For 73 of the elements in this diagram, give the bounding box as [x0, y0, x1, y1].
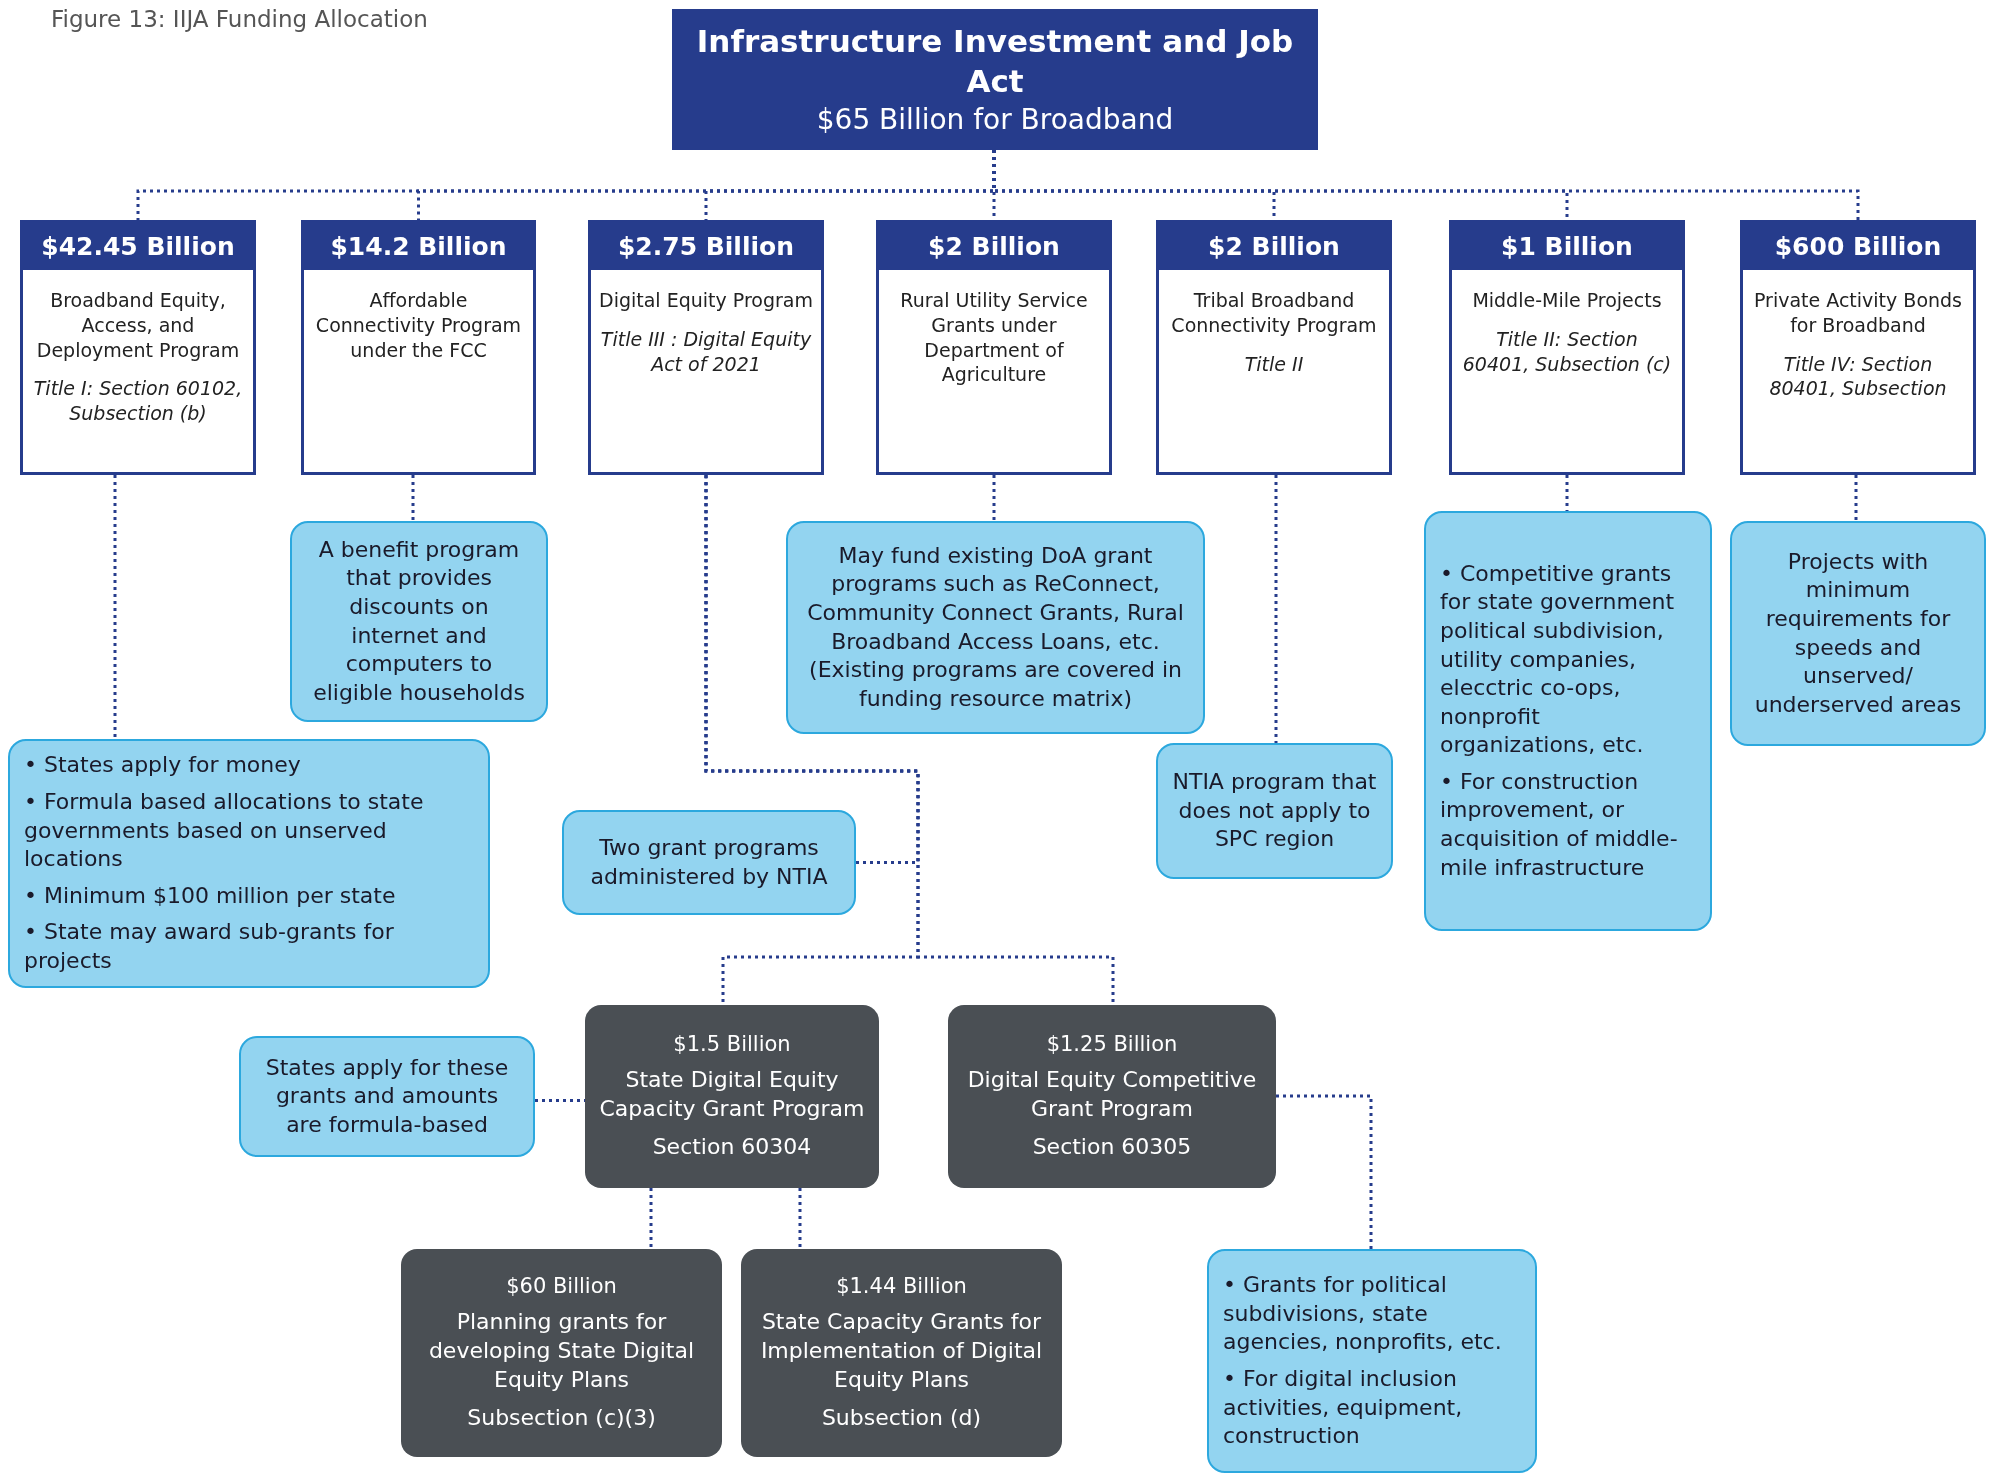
grant-box	[948, 1005, 1276, 1188]
legal-reference: Title I: Section 60102, Subsection (b)	[32, 376, 244, 426]
figure-title: Figure 13: IIJA Funding Allocation	[51, 6, 428, 32]
connector-line	[113, 475, 117, 739]
bullet-text: • Formula based allocations to state governments based on unserved locations	[24, 788, 425, 874]
grant-box	[401, 1249, 722, 1457]
connector-line	[1276, 1094, 1373, 1249]
legal-reference: Title II: Section 60401, Subsection (c)	[1461, 326, 1673, 377]
amount-text: $1.25 Billion	[1046, 1030, 1178, 1058]
grant-description: State Digital Equity Capacity Grant Program	[599, 1066, 865, 1123]
section-reference: Subsection (c)(3)	[467, 1404, 656, 1433]
grant-box	[585, 1005, 879, 1188]
bullet-text: • For digital inclusion activities, equipment, construction	[1223, 1365, 1464, 1451]
section-reference: Section 60304	[652, 1133, 812, 1162]
grant-description: Digital Equity Competitive Grant Program	[966, 1066, 1258, 1123]
program-card	[1740, 220, 1976, 475]
connector-line	[704, 475, 1115, 1005]
note-box	[1156, 743, 1393, 879]
note-box	[1730, 521, 1986, 746]
program-card	[1156, 220, 1392, 475]
note-box	[239, 1036, 535, 1157]
amount-text: $60 Billion	[506, 1273, 617, 1301]
note-text: Projects with minimum requirements for speeds and unserved/ underserved areas	[1753, 547, 1963, 719]
connector-line	[704, 475, 920, 864]
program-card	[1449, 220, 1685, 475]
note-box	[562, 810, 856, 915]
section-reference: Subsection (d)	[821, 1404, 982, 1433]
program-card	[876, 220, 1112, 475]
bullet-text: • Grants for political subdivisions, state agencies, nonprofits, etc.	[1223, 1271, 1503, 1357]
connector-line	[1854, 475, 1858, 521]
note-text: May fund existing DoA grant programs such as ReConnect, Community Connect Grants, Rural Broadband Access Loans, etc. (Existing programs are covered in funding resource matrix)	[806, 541, 1185, 713]
note-box	[290, 521, 548, 722]
note-box	[1207, 1249, 1537, 1473]
program-name: Tribal Broadband Connectivity Program	[1170, 288, 1378, 338]
note-text: A benefit program that provides discounts on internet and computers to eligible households	[312, 535, 526, 707]
section-reference: Section 60305	[1032, 1133, 1192, 1162]
program-name: Broadband Equity, Access, and Deployment Program	[35, 288, 241, 363]
grant-description: State Capacity Grants for Implementation of Digital Equity Plans	[759, 1308, 1044, 1394]
bullet-text: • Competitive grants for state government political subdivision, utility companies, elecctric co-ops, nonprofit organizations, etc.	[1440, 559, 1676, 760]
note-text: Two grant programs administered by NTIA	[589, 833, 829, 891]
legal-reference: Title III : Digital Equity Act of 2021	[599, 326, 813, 377]
title-subheading: $65 Billion for Broadband	[816, 101, 1174, 138]
legal-reference: Title II	[1243, 351, 1305, 377]
bullet-text: • Minimum $100 million per state	[24, 881, 396, 910]
bullet-text: • For construction improvement, or acquisition of middle-mile infrastructure	[1440, 767, 1679, 882]
note-text: NTIA program that does not apply to SPC region	[1172, 768, 1377, 854]
program-card	[20, 220, 256, 475]
connector-line	[1274, 475, 1278, 743]
legal-reference: Title IV: Section 80401, Subsection	[1768, 351, 1948, 401]
program-name: Digital Equity Program	[598, 288, 814, 313]
connector-line	[411, 475, 415, 521]
amount-text: $1.44 Billion	[836, 1273, 967, 1301]
program-name: Affordable Connectivity Program under the FCC	[314, 288, 523, 363]
connector-line	[1565, 475, 1569, 511]
program-name: Middle-Mile Projects	[1471, 288, 1663, 313]
amount-text: $1.5 Billion	[673, 1030, 791, 1058]
connector-line	[798, 1188, 802, 1249]
grant-box	[741, 1249, 1062, 1457]
note-box	[786, 521, 1205, 734]
note-text: States apply for these grants and amounts are formula-based	[264, 1053, 510, 1139]
note-box	[8, 739, 490, 988]
bullet-text: • States apply for money	[24, 751, 301, 780]
connector-line	[649, 1188, 653, 1249]
title-heading: Infrastructure Investment and Job Act	[695, 22, 1295, 102]
note-box	[1424, 511, 1712, 931]
connector-line	[992, 475, 996, 521]
program-card	[588, 220, 824, 475]
program-name: Rural Utility Service Grants under Department of Agriculture	[899, 288, 1089, 387]
grant-description: Planning grants for developing State Digital Equity Plans	[427, 1308, 696, 1394]
program-name: Private Activity Bonds for Broadband	[1752, 288, 1963, 338]
bullet-text: • State may award sub-grants for projects	[24, 918, 395, 975]
title-banner	[672, 9, 1318, 150]
program-card	[301, 220, 536, 475]
